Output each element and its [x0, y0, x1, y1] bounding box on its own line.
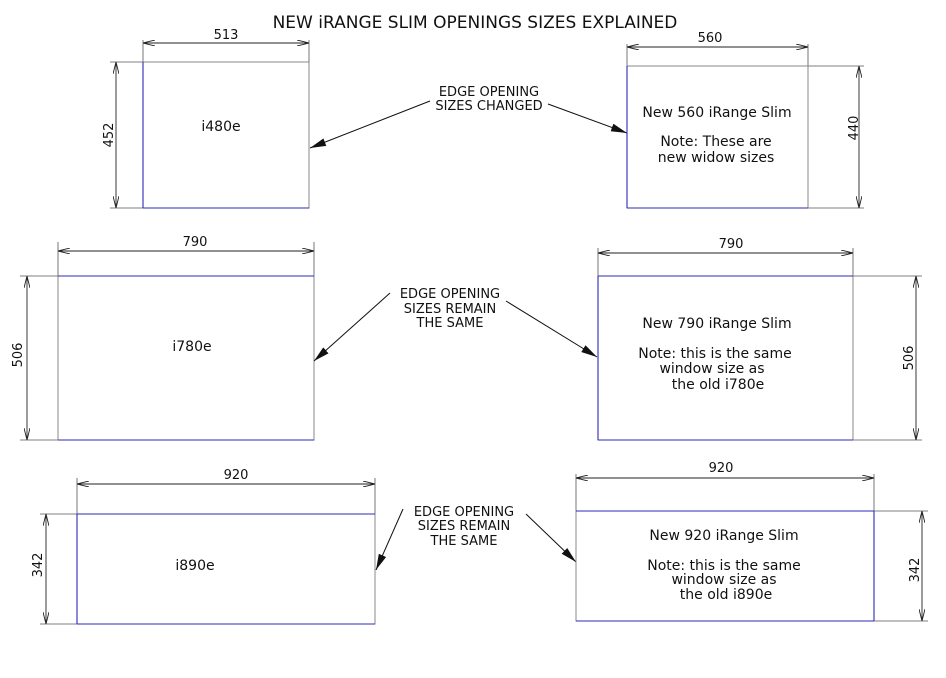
window-text-line: the old i780e [672, 377, 764, 393]
window-text-line: new widow sizes [658, 150, 775, 166]
window-text-line: New 790 iRange Slim [642, 316, 791, 332]
window-text-line: window size as [659, 361, 764, 377]
panel-new-560: 560 440 New 560 iRange Slim Note: These … [626, 31, 864, 209]
width-dimension: 560 [698, 31, 723, 46]
height-dimension: 342 [31, 553, 46, 578]
window-text-line: Note: this is the same [638, 346, 792, 362]
callout-line: EDGE OPENING [414, 505, 514, 520]
height-dimension: 440 [847, 116, 862, 141]
callout-line: EDGE OPENING [439, 85, 539, 100]
model-label: i480e [201, 119, 240, 135]
panel-i780e: 790 506 i780e [11, 235, 315, 441]
window-text-line: window size as [671, 572, 776, 588]
callout-sizes-remain: EDGE OPENING SIZES REMAIN THE SAME [313, 287, 598, 362]
callout-line: SIZES CHANGED [435, 99, 542, 114]
width-dimension: 920 [224, 468, 249, 483]
callout-sizes-changed: EDGE OPENING SIZES CHANGED [309, 85, 628, 149]
window-text-line: Note: this is the same [647, 558, 801, 574]
callout-line: EDGE OPENING [400, 287, 500, 302]
model-label: i780e [172, 339, 211, 355]
window-text-line: New 920 iRange Slim [649, 528, 798, 544]
panel-i890e: 920 342 i890e [31, 468, 376, 625]
panel-new-790: 790 506 New 790 iRange Slim Note: this i… [597, 237, 922, 441]
height-dimension: 452 [102, 123, 117, 148]
width-dimension: 513 [214, 28, 239, 43]
panel-new-920: 920 342 New 920 iRange Slim Note: this i… [575, 461, 928, 622]
callout-line: THE SAME [416, 316, 484, 331]
height-dimension: 342 [908, 558, 923, 583]
height-dimension: 506 [11, 343, 26, 368]
callout-sizes-remain: EDGE OPENING SIZES REMAIN THE SAME [375, 505, 577, 571]
height-dimension: 506 [902, 346, 917, 371]
callout-line: SIZES REMAIN [404, 302, 497, 317]
width-dimension: 790 [719, 237, 744, 252]
width-dimension: 790 [183, 235, 208, 250]
panel-i480e: 513 452 i480e [102, 28, 310, 209]
window-text-line: Note: These are [660, 134, 771, 150]
width-dimension: 920 [709, 461, 734, 476]
window-text-line: the old i890e [680, 587, 772, 603]
drawing-title: NEW iRANGE SLIM OPENINGS SIZES EXPLAINED [273, 13, 678, 33]
callout-line: THE SAME [430, 534, 498, 549]
window-text-line: New 560 iRange Slim [642, 105, 791, 121]
callout-line: SIZES REMAIN [418, 519, 511, 534]
model-label: i890e [175, 558, 214, 574]
